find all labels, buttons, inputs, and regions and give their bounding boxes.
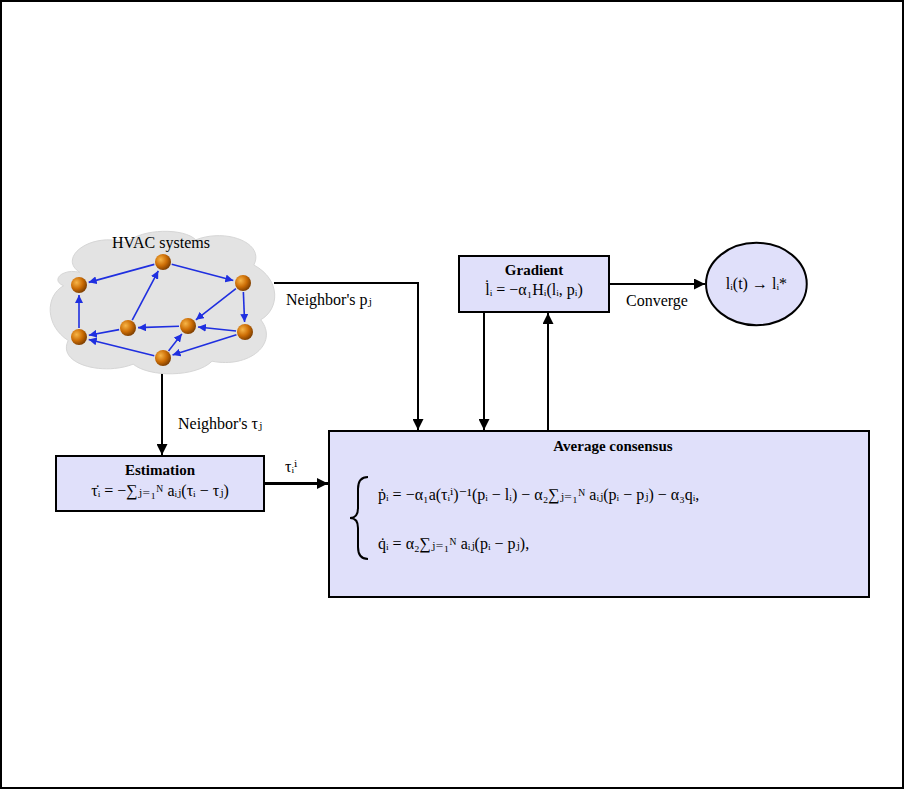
edge-label-patch: τᵢⁱ [283, 457, 299, 476]
hvac-dot [71, 277, 87, 293]
network-link [89, 339, 155, 355]
network-link [138, 326, 179, 327]
cloud-shape [50, 231, 275, 374]
network-link [78, 295, 80, 328]
hvac-dot [120, 320, 136, 336]
network-link [169, 334, 182, 351]
box-heading: Estimation [125, 462, 195, 479]
flow-arrow [161, 372, 163, 455]
box-heading: Gradient [505, 262, 563, 279]
network-links [79, 264, 245, 356]
formula: τ̇ᵢ = −∑ⱼ₌₁ᴺ aᵢⱼ(τᵢ − τⱼ) [91, 481, 228, 500]
network-link [89, 330, 119, 336]
system-cloud: HVAC systems [45, 228, 277, 376]
network-link [198, 327, 236, 331]
flow-arrow [610, 283, 705, 285]
process-box: Estimation τ̇ᵢ = −∑ⱼ₌₁ᴺ aᵢⱼ(τᵢ − τⱼ) [55, 455, 265, 512]
box-heading: Average consensus [553, 438, 672, 455]
network-nodes [71, 254, 253, 366]
hvac-dot [71, 329, 87, 345]
edge-label-patch: Converge [624, 292, 690, 310]
edge-label: Neighbor's pⱼ [286, 290, 372, 309]
hvac-dot [155, 350, 171, 366]
flow-arrow [547, 313, 549, 430]
ellipse-shape [706, 243, 807, 325]
edge-label-patch: Neighbor's pⱼ [284, 290, 374, 309]
network-link [172, 264, 234, 280]
flow-arrow [274, 283, 418, 430]
edge-label-patch: Neighbor's τⱼ [176, 414, 264, 433]
formula: q̇ᵢ = α₂∑ⱼ₌₁ᴺ aᵢⱼ(pᵢ − pⱼ), [378, 534, 529, 553]
formula: ṗᵢ = −α₁a(τᵢⁱ)⁻¹(pᵢ − lᵢ) − α₂∑ⱼ₌₁ᴺ aᵢⱼ(… [378, 485, 699, 504]
network-link [243, 292, 244, 322]
edge-label: τᵢⁱ [285, 457, 297, 476]
network-link [173, 335, 237, 355]
result-ellipse: lᵢ(t) → lᵢ* [705, 242, 808, 326]
network-link [132, 271, 158, 320]
flow-arrow [265, 482, 328, 485]
edge-label: Converge [626, 292, 688, 310]
hvac-dot [180, 318, 196, 334]
hvac-dot [155, 254, 171, 270]
hvac-dot [235, 275, 251, 291]
equation-brace [350, 477, 368, 559]
flow-arrow [483, 313, 485, 430]
edge-label: Neighbor's τⱼ [178, 414, 262, 433]
network-link [89, 264, 155, 282]
hvac-dot [237, 324, 253, 340]
process-box: Gradient l̇ᵢ = −α₁Hᵢ(lᵢ, pᵢ) [458, 255, 610, 313]
cloud-title: HVAC systems [112, 234, 210, 252]
network-link [196, 289, 236, 320]
result-formula: lᵢ(t) → lᵢ* [726, 275, 787, 293]
formula: l̇ᵢ = −α₁Hᵢ(lᵢ, pᵢ) [485, 281, 583, 299]
process-box: Average consensus ṗᵢ = −α₁a(τᵢⁱ)⁻¹(pᵢ − l… [328, 430, 870, 598]
